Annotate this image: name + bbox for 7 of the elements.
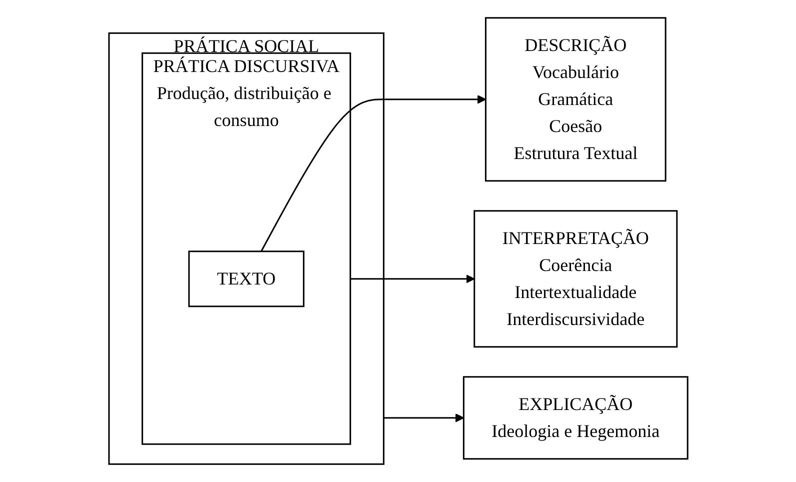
arrow <box>260 94 486 252</box>
arrow <box>350 274 474 284</box>
node-box: EXPLICAÇÃO Ideologia e Hegemonia <box>462 376 688 460</box>
node-box: TEXTO <box>188 250 304 308</box>
node-box: DESCRIÇÃO Vocabulário Gramática Coesão Estrutura Textual <box>484 17 666 182</box>
node-box: INTERPRETAÇÃO Coerência Intertextualidade Interdiscursividade <box>473 210 678 348</box>
arrow <box>383 413 464 422</box>
